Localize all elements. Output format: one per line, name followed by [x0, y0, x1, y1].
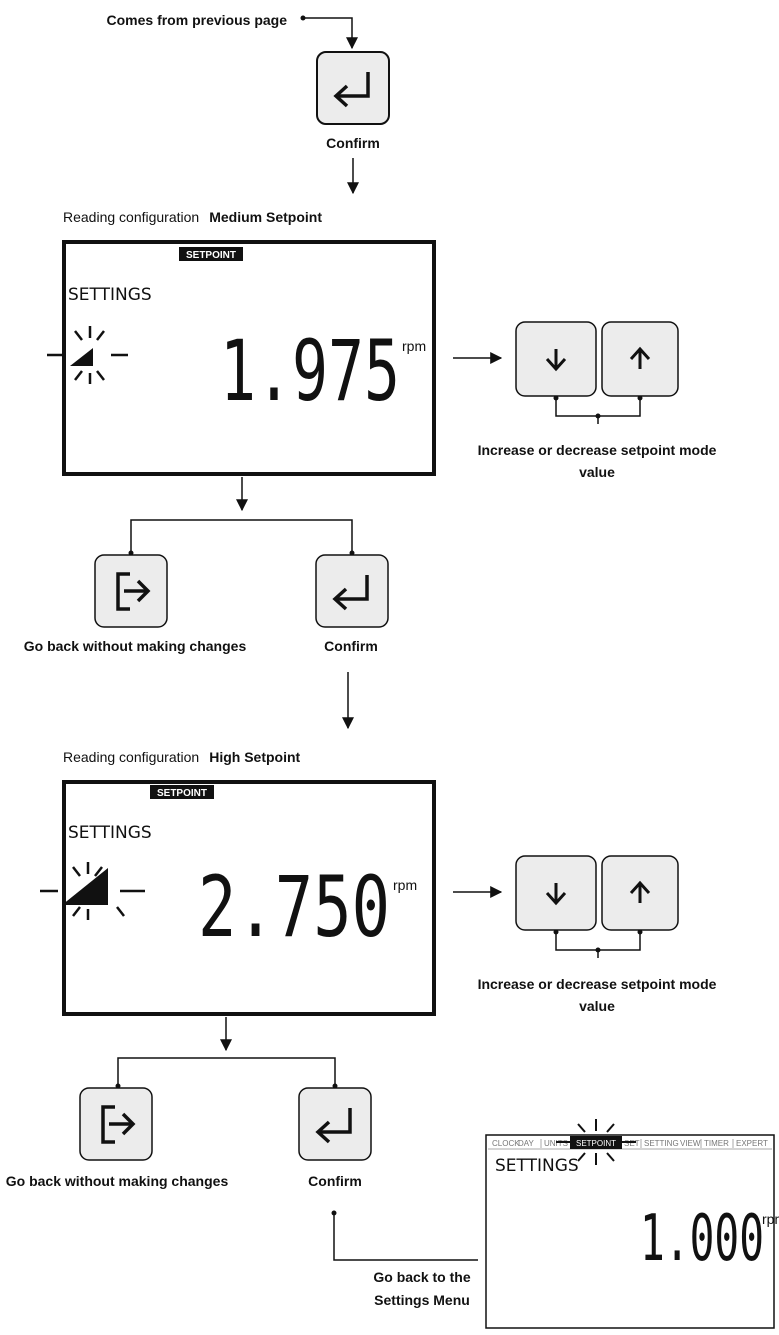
up-button[interactable] [601, 321, 679, 397]
menu-item-setpoint: SETPOINT [576, 1139, 616, 1148]
lcd-unit: rpm [762, 1211, 779, 1227]
exit-label: Go back without making changes [24, 638, 247, 654]
adjust-label-line1: Increase or decrease setpoint mode [478, 976, 717, 992]
exit-icon [116, 572, 151, 611]
down-button[interactable] [515, 855, 597, 931]
adjust-label-line2: value [579, 464, 615, 480]
back-menu-line2: Settings Menu [374, 1292, 470, 1308]
section-high-title: Reading configuration High Setpoint [63, 749, 301, 766]
up-button[interactable] [601, 855, 679, 931]
arrow-down-icon [545, 883, 567, 906]
exit-label: Go back without making changes [6, 1173, 229, 1189]
section-medium-title: Reading configuration Medium Setpoint [63, 209, 322, 226]
lcd-value: 1.000 [640, 1202, 764, 1276]
enter-icon [332, 575, 369, 611]
menu-item-view: VIEW [680, 1139, 701, 1148]
confirm-label: Confirm [324, 638, 378, 654]
setpoint-tag [150, 785, 214, 799]
menu-item-set: SET [624, 1139, 640, 1148]
enter-icon [315, 1108, 352, 1144]
bracket-connector [553, 929, 643, 958]
confirm-label: Confirm [308, 1173, 362, 1189]
menu-item-units: UNITS [544, 1139, 568, 1148]
adjust-label-line1: Increase or decrease setpoint mode [478, 442, 717, 458]
lcd-settings-label: SETTINGS [68, 823, 152, 843]
menu-item-expert: EXPERT [736, 1139, 768, 1148]
enter-icon [333, 72, 370, 108]
confirm-label: Confirm [326, 135, 380, 151]
connector-line [303, 17, 358, 50]
menu-item-setting: SETTING [644, 1139, 679, 1148]
svg-text:SETPOINT: SETPOINT [186, 250, 236, 261]
confirm-button[interactable] [315, 554, 389, 628]
lcd-panel-settings-menu: CLOCK DAY UNITS SETPOINT SET SETTING VIE… [485, 1119, 779, 1329]
svg-text:SETPOINT: SETPOINT [157, 788, 207, 799]
confirm-button[interactable] [298, 1087, 372, 1161]
adjust-label-line2: value [579, 998, 615, 1014]
exit-button[interactable] [94, 554, 168, 628]
lcd-value: 2.750 [198, 858, 390, 956]
level-indicator-icon [47, 326, 128, 384]
lcd-value: 1.975 [220, 322, 400, 420]
level-indicator-icon [40, 862, 145, 920]
down-button[interactable] [515, 321, 597, 397]
exit-icon [101, 1105, 136, 1144]
bracket-connector [553, 395, 643, 424]
connector-line [333, 1213, 478, 1261]
comes-from-label: Comes from previous page [107, 12, 288, 28]
exit-button[interactable] [79, 1087, 153, 1161]
lcd-settings-label: SETTINGS [495, 1156, 579, 1176]
arrow-down-icon [545, 349, 567, 372]
lcd-unit: rpm [402, 338, 426, 354]
back-menu-line1: Go back to the [373, 1269, 470, 1285]
menu-item-day: DAY [518, 1139, 535, 1148]
branch-connector [130, 519, 353, 551]
lcd-unit: rpm [393, 877, 417, 893]
lcd-panel-medium: SETPOINT SETTINGS 1.975 rpm [47, 240, 436, 476]
lcd-settings-label: SETTINGS [68, 285, 152, 305]
confirm-button[interactable] [316, 51, 390, 125]
branch-connector [117, 1057, 336, 1084]
arrow-up-icon [629, 880, 651, 903]
arrow-up-icon [629, 346, 651, 369]
menu-item-setpoint-highlight [570, 1136, 622, 1149]
setpoint-tag [179, 247, 243, 261]
menu-item-timer: TIMER [704, 1139, 729, 1148]
lcd-panel-high: SETPOINT SETTINGS 2.750 rpm [40, 780, 436, 1016]
blink-rays-icon [556, 1119, 636, 1165]
menu-item-clock: CLOCK [492, 1139, 520, 1148]
